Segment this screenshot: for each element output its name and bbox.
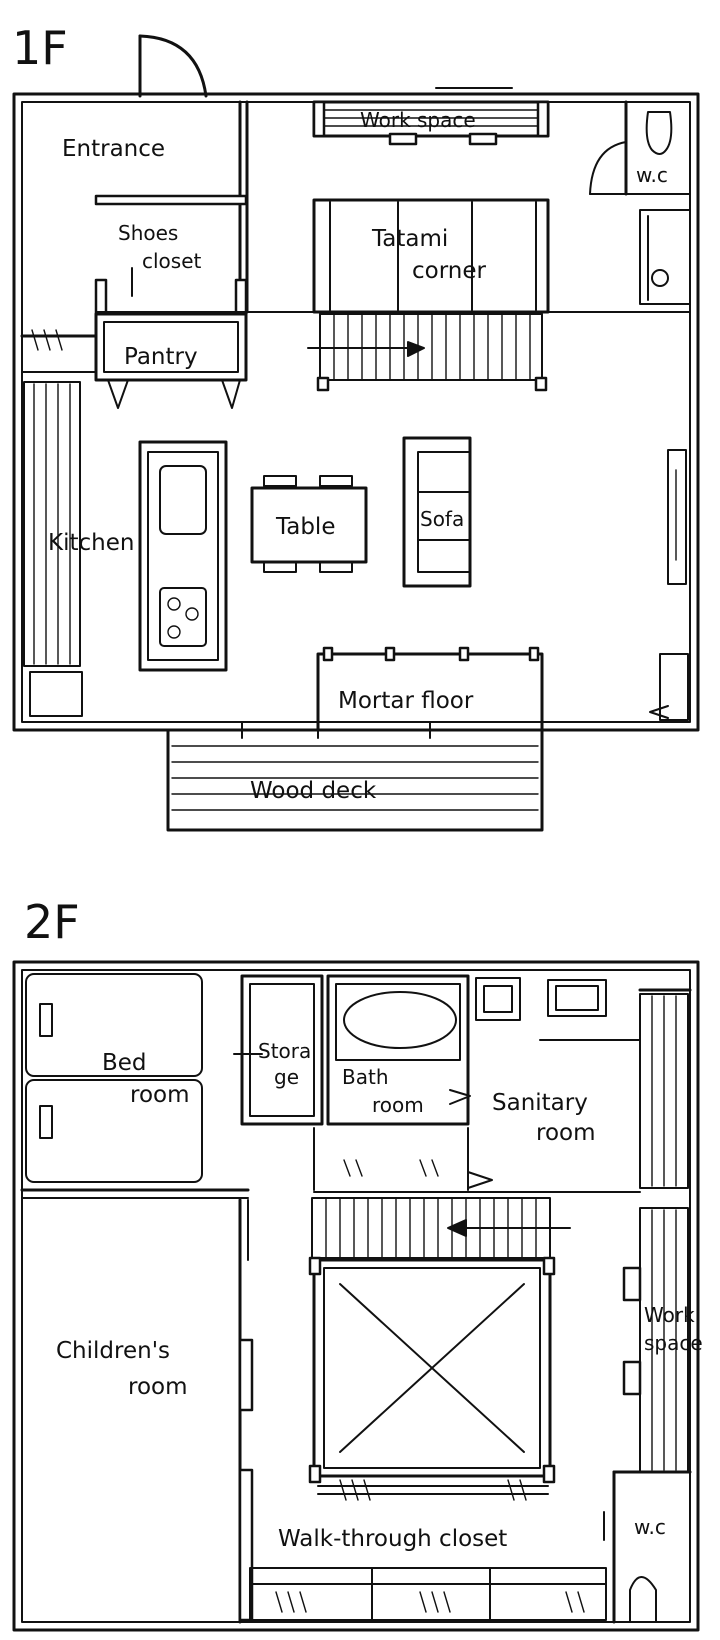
tatami-label-1: Tatami	[371, 226, 448, 252]
stairs-2f	[311, 1197, 571, 1259]
childrens-room: Children's room	[56, 1198, 254, 1624]
sanitary-room: Sanitary room	[475, 977, 641, 1146]
wc-2f-label: w.c	[634, 1515, 666, 1539]
closet-rails-upper	[317, 1479, 549, 1501]
mortar-floor: Mortar floor	[316, 646, 544, 732]
bath-room: Bath room	[326, 974, 471, 1126]
sofa-label: Sofa	[420, 507, 464, 531]
tatami-corner: Tatami corner	[312, 198, 550, 314]
first-floor-outer-walls	[12, 92, 700, 732]
stove	[159, 587, 207, 647]
wood-deck: Wood deck	[166, 721, 544, 832]
walk-through-closet: Walk-through closet	[249, 1526, 607, 1621]
kitchen-counter	[23, 381, 83, 717]
open-void	[308, 1256, 556, 1484]
work-space-2f-label-2: space	[644, 1331, 703, 1355]
wood-deck-label: Wood deck	[250, 778, 377, 804]
pantry-label: Pantry	[124, 344, 198, 370]
bed-room: Bed room	[25, 973, 203, 1183]
sanitary-room-label-2: room	[536, 1120, 596, 1146]
work-space-2f: Work space	[622, 988, 703, 1473]
stairs-1f	[307, 313, 548, 392]
work-space-1f: Work space	[312, 87, 550, 146]
mortar-floor-label: Mortar floor	[338, 688, 474, 714]
kitchen-label: Kitchen	[48, 530, 134, 556]
shoes-closet-label-1: Shoes	[118, 221, 178, 245]
entrance-partitions	[94, 100, 249, 316]
table-label: Table	[275, 514, 335, 540]
storage-label-2: ge	[274, 1065, 299, 1089]
dining-table: Table	[250, 475, 368, 573]
sofa: Sofa	[402, 436, 472, 588]
childrens-room-label-2: room	[128, 1374, 188, 1400]
storage: Stora ge	[233, 974, 324, 1126]
second-floor: 2F Bed room Stora ge	[12, 895, 703, 1632]
sink	[159, 465, 207, 535]
first-floor: 1F Pantry	[12, 21, 700, 832]
bed-room-label-1: Bed	[102, 1050, 147, 1076]
bath-room-label-1: Bath	[342, 1065, 389, 1089]
pantry: Pantry	[94, 312, 248, 409]
work-space-2f-label-1: Work	[644, 1303, 695, 1327]
kitchen-island	[138, 440, 228, 672]
right-wall-fixtures-1f	[649, 449, 689, 721]
sanitary-room-label-1: Sanitary	[492, 1090, 588, 1116]
tatami-label-2: corner	[412, 258, 486, 284]
shoes-closet-label-2: closet	[142, 249, 202, 273]
left-wall-stub	[20, 329, 98, 373]
wc-1f-label: w.c	[636, 163, 668, 187]
entrance-label: Entrance	[62, 136, 165, 162]
work-space-1f-label: Work space	[360, 108, 476, 132]
childrens-room-label-1: Children's	[56, 1338, 170, 1364]
storage-label-1: Stora	[258, 1039, 311, 1063]
first-floor-title: 1F	[12, 21, 68, 75]
second-floor-outer-walls	[12, 960, 700, 1632]
wc-1f: w.c	[589, 100, 691, 305]
entrance-door	[138, 34, 208, 98]
walk-through-closet-label: Walk-through closet	[278, 1526, 507, 1552]
bed-room-label-2: room	[130, 1082, 190, 1108]
bath-room-label-2: room	[372, 1093, 424, 1117]
second-floor-title: 2F	[24, 895, 80, 949]
upper-partition-2f	[20, 1127, 641, 1199]
wc-2f: w.c	[603, 1470, 692, 1624]
